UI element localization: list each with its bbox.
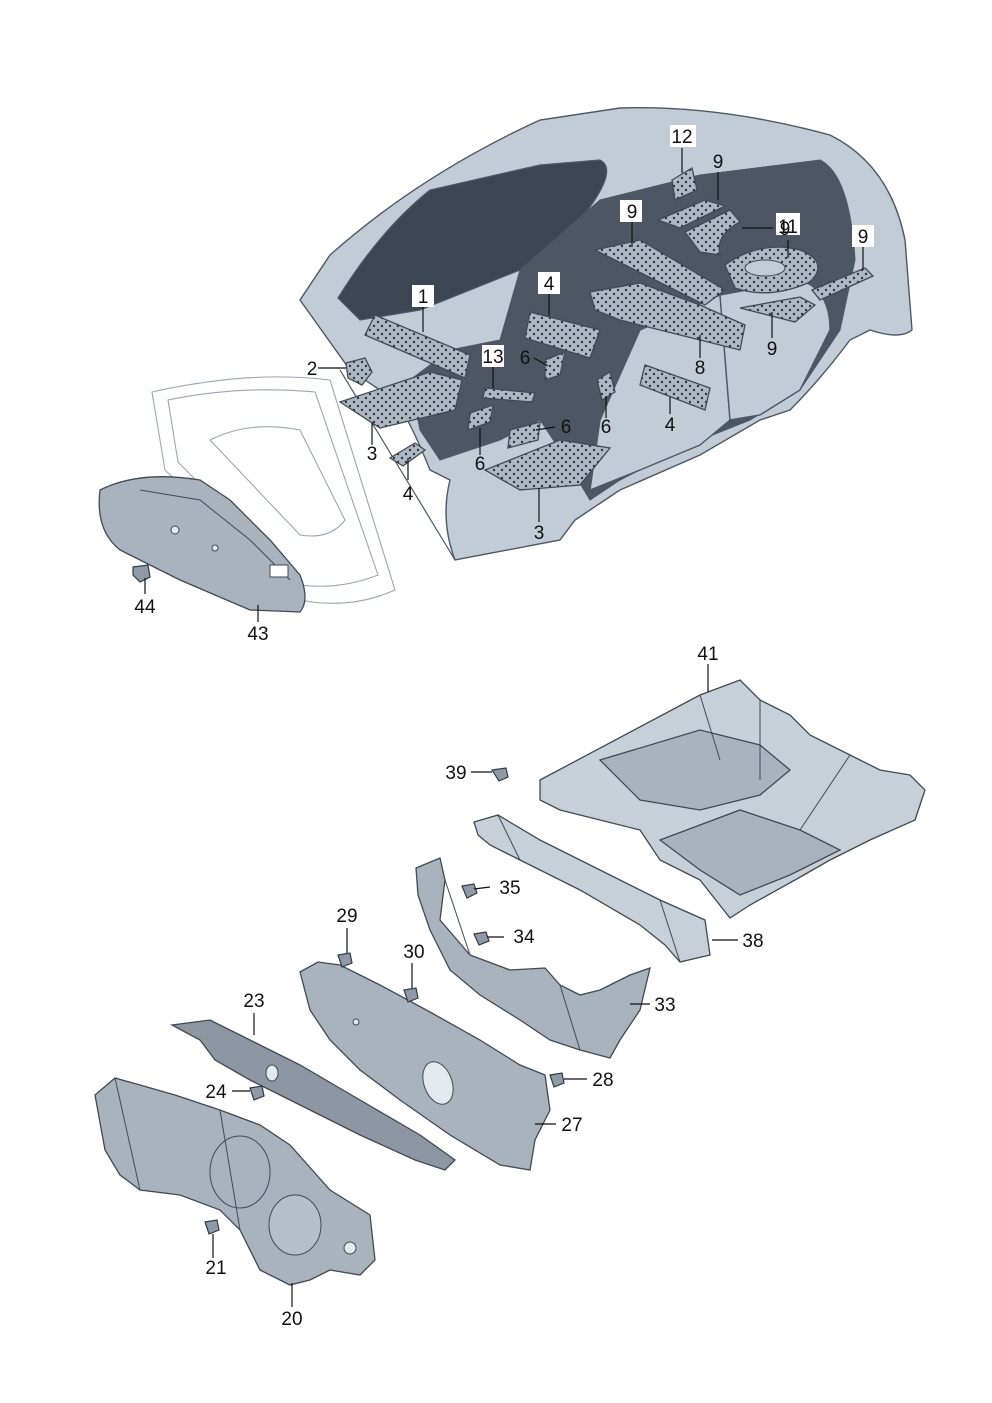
callout-13: 13 (482, 347, 503, 368)
callout-4-right: 4 (665, 415, 676, 436)
callout-9-long: 9 (627, 202, 638, 223)
callout-20: 20 (281, 1309, 302, 1330)
clip-21 (204, 1219, 220, 1235)
hood-ghost-outline (151, 376, 396, 604)
callout-21: 21 (205, 1258, 226, 1279)
clip-35 (461, 883, 478, 899)
callout-1: 1 (418, 287, 429, 308)
callout-6-d: 6 (601, 417, 612, 438)
clip-34 (473, 931, 490, 946)
callout-28: 28 (592, 1070, 613, 1091)
floor-insulation (539, 679, 926, 919)
pad-9-right (810, 267, 875, 301)
callout-33: 33 (654, 995, 675, 1016)
strip-insulation (169, 1019, 457, 1171)
callout-6-a: 6 (520, 348, 531, 369)
clip-39 (490, 767, 509, 782)
callout-34: 34 (513, 927, 535, 948)
clip-29 (337, 952, 353, 968)
callout-3-right: 3 (534, 523, 545, 544)
dash-insulation (94, 1077, 376, 1286)
callout-41: 41 (697, 644, 718, 665)
hood-insulation (98, 476, 306, 613)
callout-6-c: 6 (561, 417, 572, 438)
pad-12 (671, 166, 698, 201)
pad-9-upper (656, 199, 727, 229)
callout-2: 2 (307, 359, 318, 380)
callout-8: 8 (695, 358, 706, 379)
callout-4-mid: 4 (544, 274, 555, 295)
callout-24: 24 (205, 1082, 227, 1103)
clip-44 (132, 564, 151, 583)
callout-29: 29 (336, 906, 357, 927)
callout-38: 38 (742, 931, 763, 952)
clip-28 (549, 1072, 565, 1088)
callout-4-left: 4 (403, 484, 414, 505)
pad-2 (345, 357, 373, 386)
clip-24 (249, 1085, 265, 1101)
callout-9-lower: 9 (767, 339, 778, 360)
pad-6-b (467, 404, 494, 431)
callout-6-b: 6 (475, 454, 486, 475)
callout-9-upper: 9 (713, 152, 724, 173)
pad-6-d (596, 370, 616, 402)
pad-3-right (483, 439, 612, 491)
callout-44: 44 (134, 597, 156, 618)
callout-label-backgrounds (412, 125, 874, 367)
pad-13 (482, 387, 536, 403)
pad-3-left (338, 371, 463, 429)
callout-27: 27 (561, 1115, 582, 1136)
callout-35: 35 (499, 878, 520, 899)
callout-39: 39 (445, 763, 466, 784)
callout-30: 30 (403, 942, 424, 963)
callout-9-curved: 9 (780, 219, 791, 240)
pad-1 (364, 314, 471, 379)
callout-43: 43 (247, 624, 268, 645)
pad-4-mid (524, 311, 601, 359)
pad-9-long (593, 239, 727, 306)
pad-9-lower (739, 296, 817, 323)
callout-23: 23 (243, 991, 264, 1012)
pad-6-a (544, 350, 566, 381)
cowl-insulation (473, 814, 711, 963)
callout-3-left: 3 (367, 444, 378, 465)
bulkhead-insulation (415, 857, 651, 1059)
callout-9-right: 9 (858, 227, 869, 248)
firewall-insulation (299, 961, 551, 1171)
pad-8 (589, 282, 746, 351)
callouts: 1 2 3 4 13 4 6 6 6 6 3 4 8 9 9 9 9 9 11 … (134, 127, 868, 1330)
pad-9-curved (684, 209, 742, 256)
callout-12: 12 (671, 127, 692, 148)
leader-lines (144, 148, 864, 1307)
pad-4-right (639, 364, 711, 411)
insulation-pads (338, 166, 875, 491)
callout-11: 11 (778, 217, 798, 238)
pad-6-c (507, 421, 541, 449)
clip-30 (403, 987, 419, 1003)
pad-4-left (388, 442, 427, 467)
